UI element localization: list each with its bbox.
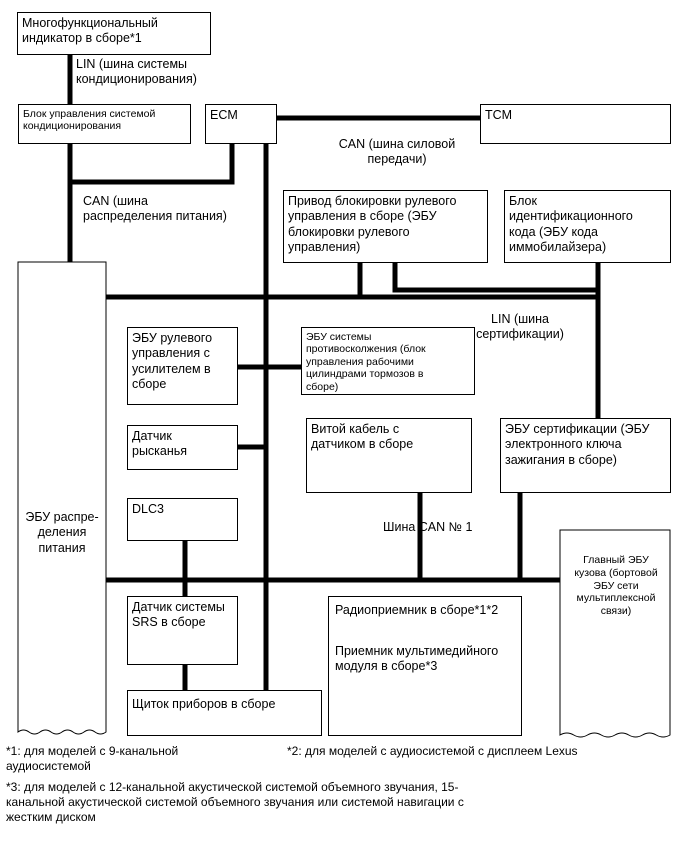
radio-multimedia-box: Радиоприемник в сборе*1*2 Приемник мульт…: [328, 596, 522, 736]
lin-ac-label: LIN (шина системы кондиционирования): [76, 57, 197, 87]
cert-box: ЭБУ сертификации (ЭБУ электронного ключа…: [500, 418, 671, 493]
power-dist-outline: [17, 261, 107, 735]
multi-display-box: Многофункциональный индикатор в сборе*1: [17, 12, 211, 55]
ecm-box: ECM: [205, 104, 277, 144]
lin-cert-label: LIN (шина сертификации): [476, 312, 564, 342]
srs-box: Датчик системы SRS в сборе: [127, 596, 238, 665]
tcm-box: TCM: [480, 104, 671, 144]
footnote-2: *2: для моделей с аудиосистемой с диспле…: [287, 744, 578, 758]
can-power-label: CAN (шина силовой передачи): [322, 137, 472, 168]
combo-meter-box: Щиток приборов в сборе: [127, 690, 322, 736]
id-code-drop: [392, 260, 601, 293]
yaw-box: Датчик рысканья: [127, 425, 238, 470]
eps-box: ЭБУ рулевого управления с усилителем в с…: [127, 327, 238, 405]
ac-ecu-box: Блок управления системой кондиционирован…: [18, 104, 191, 144]
power-dist-label: ЭБУ распре- деления питания: [25, 510, 99, 555]
footnote-1: *1: для моделей с 9-канальной аудиосисте…: [6, 744, 179, 773]
dlc3-box: DLC3: [127, 498, 238, 541]
spiral-box: Витой кабель с датчиком в сборе: [306, 418, 472, 493]
main-body-label: Главный ЭБУ кузова (бортовой ЭБУ сети му…: [574, 554, 658, 618]
can-no1-label: Шина CAN № 1: [383, 520, 473, 534]
power-dist-box: ЭБУ распре- деления питания: [18, 262, 106, 732]
can-dist-bus: [67, 141, 235, 185]
id-code-box: Блок идентификационного кода (ЭБУ кода и…: [504, 190, 671, 263]
can-dist-label: CAN (шина распределения питания): [83, 194, 227, 224]
main-body-box: Главный ЭБУ кузова (бортовой ЭБУ сети му…: [560, 530, 670, 735]
steering-lock-box: Привод блокировки рулевого управления в …: [283, 190, 488, 263]
pre-collision-box: ЭБУ системы противосколжения (блок управ…: [301, 327, 475, 395]
footnote-3: *3: для моделей с 12-канальной акустичес…: [6, 780, 464, 824]
radio-label: Радиоприемник в сборе*1*2: [335, 603, 499, 617]
multimedia-label: Приемник мультимедийного модуля в сборе*…: [335, 644, 499, 674]
main-body-outline: [559, 529, 671, 738]
